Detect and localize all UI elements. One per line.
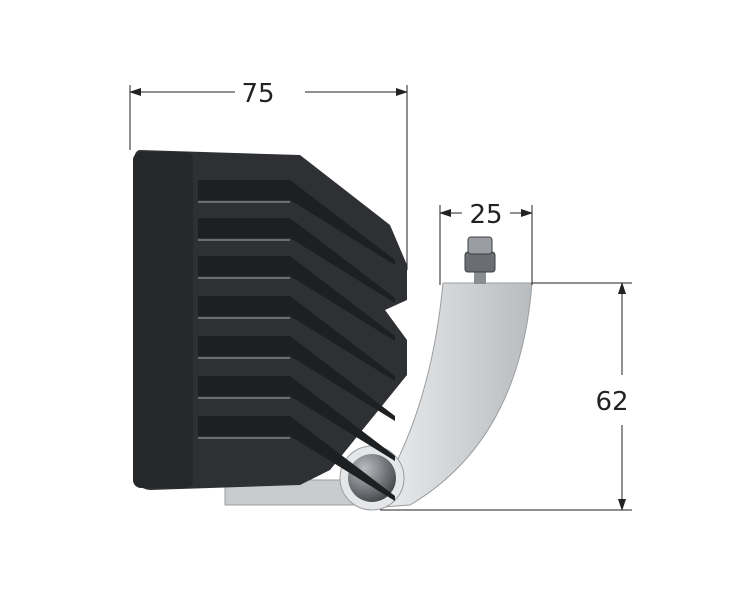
cooling-fins bbox=[198, 180, 395, 501]
height-dimension-label: 62 bbox=[595, 387, 628, 417]
fin bbox=[198, 296, 395, 381]
fin bbox=[198, 218, 395, 303]
bolt-nut bbox=[464, 236, 496, 284]
fin bbox=[198, 376, 395, 461]
lamp-housing bbox=[133, 150, 407, 501]
fin bbox=[198, 416, 395, 501]
width-dimension-label: 75 bbox=[241, 79, 274, 109]
fin bbox=[198, 180, 395, 265]
dimension-lines bbox=[129, 85, 632, 511]
bracket-width-dimension-label: 25 bbox=[469, 200, 502, 230]
fin bbox=[198, 256, 395, 341]
fin bbox=[198, 336, 395, 421]
